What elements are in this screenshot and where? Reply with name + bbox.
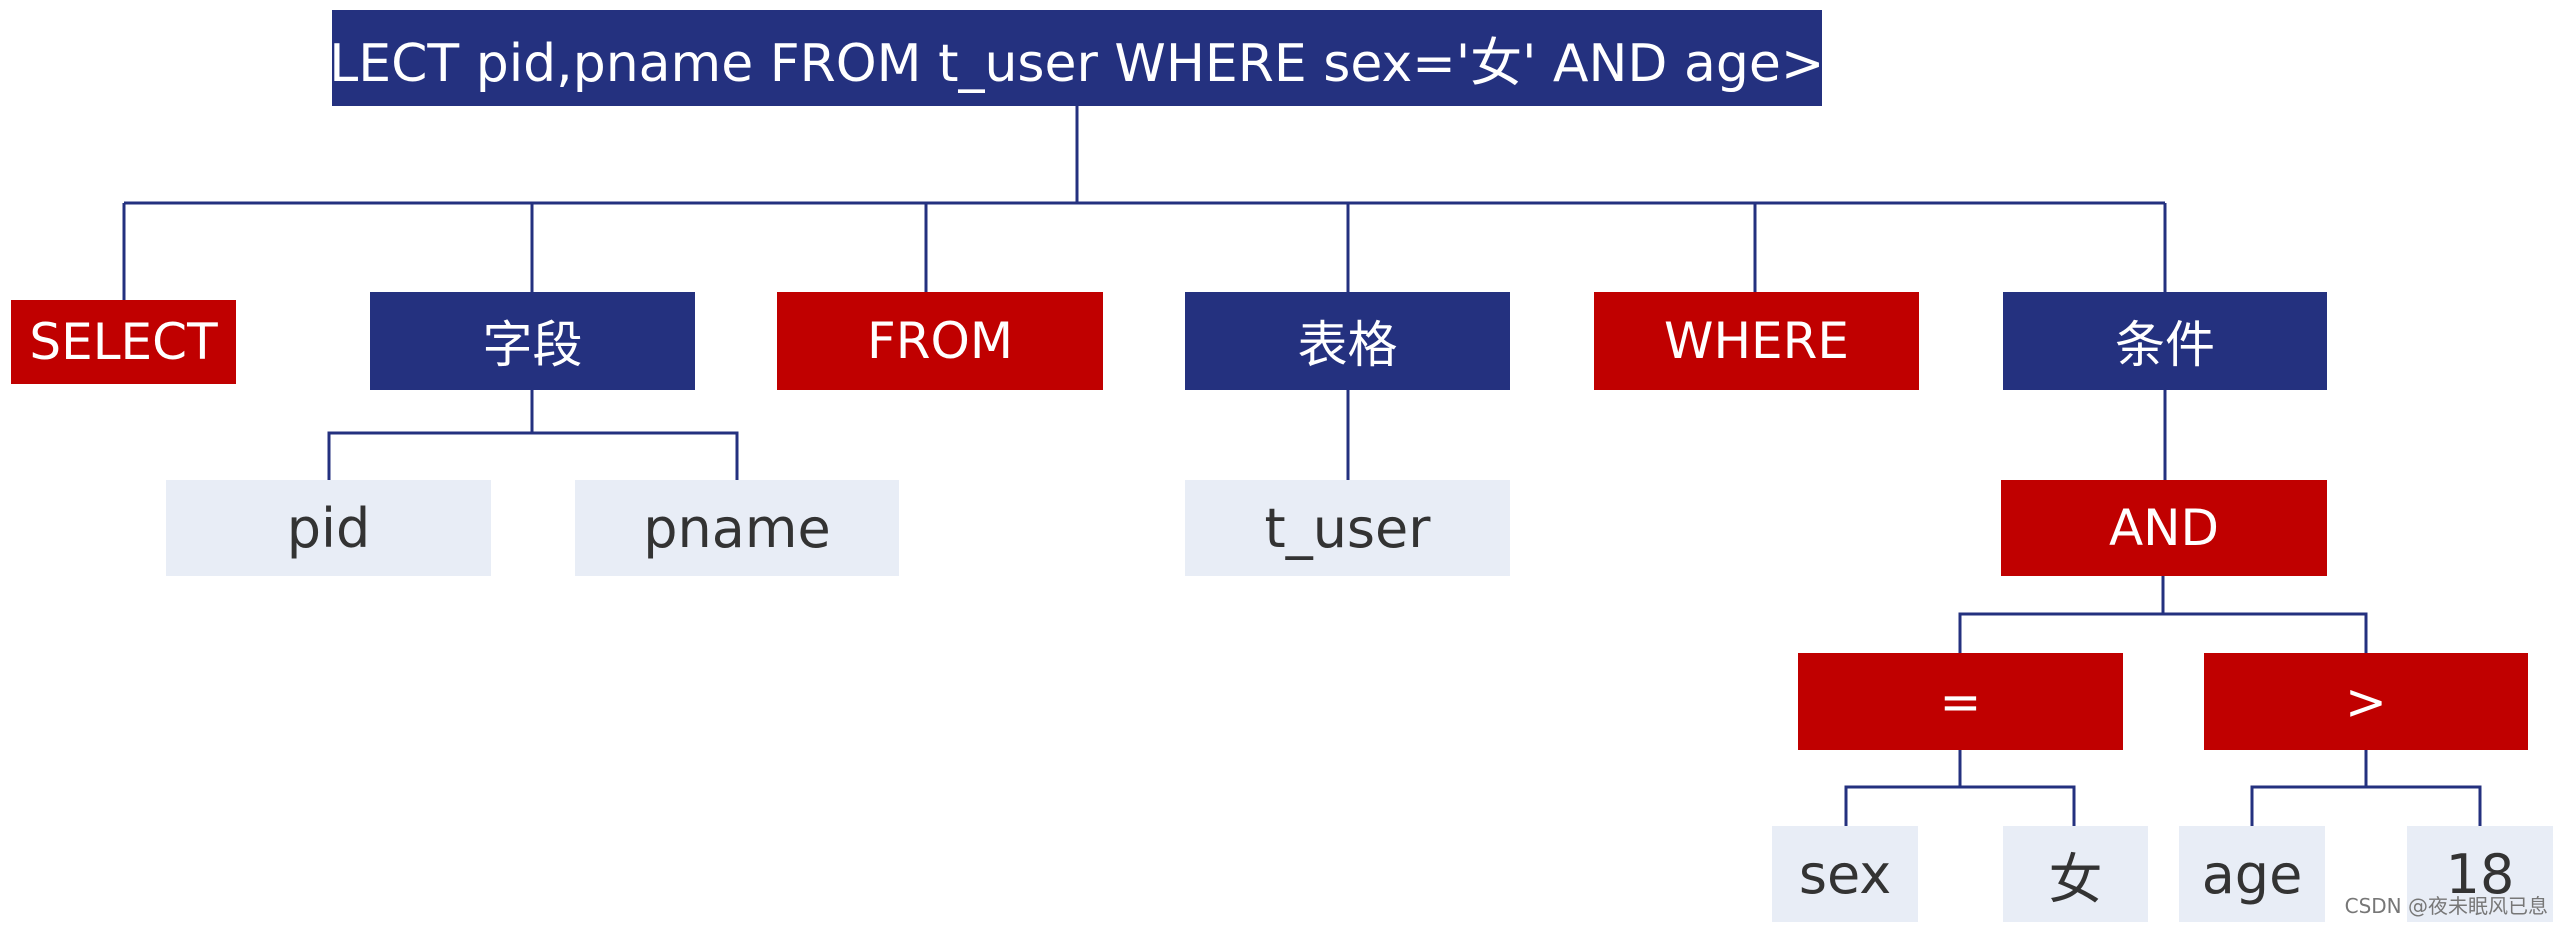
connector-fields-pname	[532, 431, 739, 480]
connector-gt-right	[2366, 785, 2482, 826]
field-pid: pid	[166, 480, 491, 576]
operand-female: 女	[2003, 826, 2148, 922]
operator-greater-than: >	[2204, 653, 2528, 750]
root-sql-statement: SELECT pid,pname FROM t_user WHERE sex='…	[263, 10, 1891, 106]
table-name: t_user	[1185, 480, 1510, 576]
connector-eq-right	[1960, 785, 2076, 826]
connector-eq-children	[1844, 750, 1962, 826]
operand-age: age	[2179, 826, 2325, 922]
operator-and: AND	[2001, 480, 2327, 576]
field-pname: pname	[575, 480, 899, 576]
category-condition: 条件	[2003, 292, 2327, 390]
keyword-from: FROM	[777, 292, 1103, 390]
connector-gt-children	[2250, 750, 2368, 826]
keyword-where: WHERE	[1594, 292, 1919, 390]
operand-18: 18	[2407, 826, 2553, 922]
connector-and-children	[1958, 576, 2165, 653]
operand-sex: sex	[1772, 826, 1918, 922]
connector-and-gt	[2163, 612, 2368, 653]
connector-fields-children	[327, 390, 534, 480]
category-table: 表格	[1185, 292, 1510, 390]
watermark: CSDN @夜未眠风已息	[2344, 894, 2548, 918]
keyword-select: SELECT	[11, 300, 236, 384]
operator-equals: =	[1798, 653, 2123, 750]
category-fields: 字段	[370, 292, 695, 390]
